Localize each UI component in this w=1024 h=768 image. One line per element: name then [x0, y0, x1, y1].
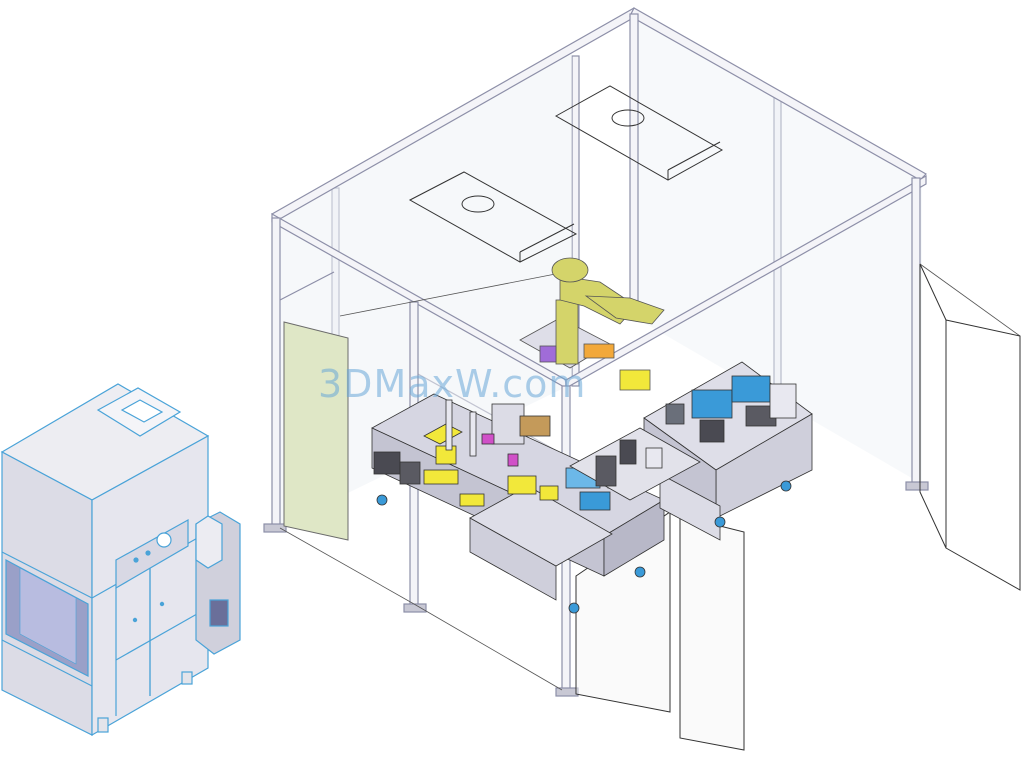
- frame-top-beam-4: [565, 174, 927, 390]
- industrial-robot-arm: [519, 257, 665, 391]
- dust-collector-cabinet: [0, 383, 241, 737]
- glass-wall-right: [636, 14, 922, 484]
- floor-lines: [279, 263, 1021, 691]
- ceiling-light-2: [554, 85, 724, 181]
- frame-post-back-far: [629, 13, 639, 315]
- access-door-left: [283, 321, 349, 541]
- access-door-right: [919, 263, 1021, 591]
- frame-post-right: [911, 177, 921, 487]
- ceiling-light-1: [408, 171, 578, 263]
- assembly-machine-left: [371, 393, 665, 614]
- transfer-unit: [569, 427, 701, 501]
- cabinet-gauge: [156, 532, 172, 548]
- frame-post-front-left: [271, 217, 281, 531]
